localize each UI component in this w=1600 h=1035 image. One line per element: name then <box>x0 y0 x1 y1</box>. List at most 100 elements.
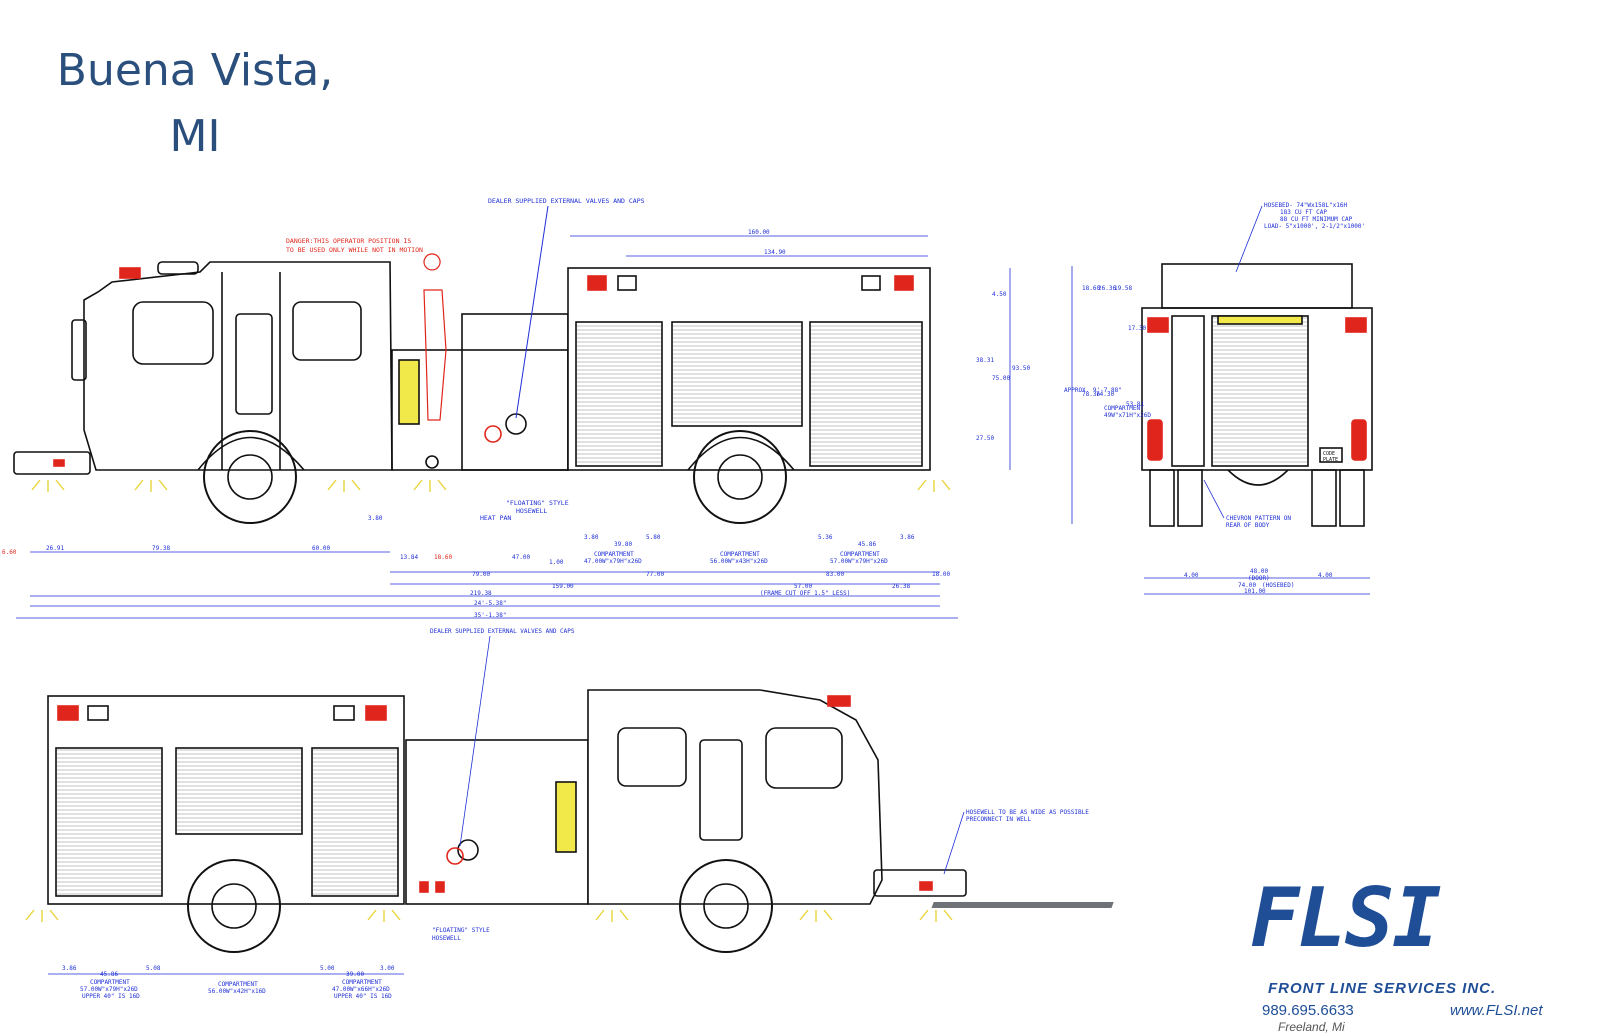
note-floating-top-1: "FLOATING" STYLE <box>506 499 569 507</box>
dim-1-00: 1.00 <box>549 559 564 566</box>
rear-view: CODE PLATE <box>1141 263 1373 527</box>
compartment-1 <box>575 321 663 467</box>
bcomp3-a: COMPARTMENT <box>342 979 382 986</box>
bcomp3-c: UPPER 40" IS 16D <box>334 993 392 1000</box>
top-notes: DEALER SUPPLIED EXTERNAL VALVES AND CAPS… <box>286 197 645 522</box>
dim-26-38: 26.38 <box>892 583 910 590</box>
dim-24-5: 24'-5.38" <box>474 600 507 607</box>
beacon-bottom <box>827 695 851 707</box>
bcomp2-b: 56.00W"x42H"x16D <box>208 988 266 995</box>
rdim-17-30: 17.30 <box>1128 325 1146 332</box>
rdim-74-00: 74.00 <box>1238 582 1256 589</box>
cab-outline <box>83 261 393 471</box>
vdim-93-50: 93.50 <box>1012 365 1030 372</box>
rdim-18-60: 18.60 <box>1082 285 1100 292</box>
note-valves-bottom: DEALER SUPPLIED EXTERNAL VALVES AND CAPS <box>430 628 575 635</box>
dim-219-38: 219.38 <box>470 590 492 597</box>
comp3-a: COMPARTMENT <box>840 551 880 558</box>
note-floating-top-2: HOSEWELL <box>516 507 547 515</box>
cab-window-rear <box>292 301 362 361</box>
cab-door-panel <box>235 313 273 415</box>
vdim-38-31: 38.31 <box>976 357 994 364</box>
dim-3-80b: 3.80 <box>584 534 599 541</box>
dim-35-1: 35'-1.38" <box>474 612 507 619</box>
beacon-top <box>119 267 141 279</box>
dim-hosebed-length: 134.90 <box>764 249 786 256</box>
note-danger-2: TO BE USED ONLY WHILE NOT IN MOTION <box>286 246 423 254</box>
logo-company: FRONT LINE SERVICES INC. <box>1268 980 1497 997</box>
dim-79-00: 79.00 <box>472 571 490 578</box>
dim-159-00: 159.00 <box>552 583 574 590</box>
rdim-53-81: 53.81 <box>1126 401 1144 408</box>
logo-website[interactable]: www.FLSI.net <box>1450 1002 1543 1019</box>
comp1-a: COMPARTMENT <box>594 551 634 558</box>
vdim-4-50: 4.50 <box>992 291 1007 298</box>
title-line-1: Buena Vista, <box>56 45 334 96</box>
bdim-5-08: 5.08 <box>146 965 161 972</box>
bottom-notes: DEALER SUPPLIED EXTERNAL VALVES AND CAPS… <box>48 628 1089 1000</box>
b-compartment-1 <box>55 747 163 897</box>
title-line-2: MI <box>169 111 221 162</box>
dim-5-36: 5.36 <box>818 534 833 541</box>
cab-outline-bottom <box>587 689 883 905</box>
bcomp1-c: UPPER 40" IS 16D <box>82 993 140 1000</box>
note-hosebed-3: 88 CU FT MINIMUM CAP <box>1280 216 1353 223</box>
comp2-b: 56.00W"x43H"x26D <box>710 558 768 565</box>
bcomp1-b: 57.00W"x79H"x26D <box>80 986 138 993</box>
logo-mark: FLSI <box>1250 871 1441 966</box>
front-bumper <box>13 451 91 475</box>
note-hosewell-wide-2: PRECONNECT IN WELL <box>966 816 1031 823</box>
rear-notes: HOSEBED- 74"Wx158L"x16H 183 CU FT CAP 88… <box>1064 202 1370 595</box>
note-frame-cut: (FRAME CUT OFF 1.5" LESS) <box>760 590 850 597</box>
amber-light <box>398 359 420 425</box>
rear-wheel <box>693 430 787 524</box>
dim-3-86: 3.86 <box>900 534 915 541</box>
note-heat-pan: HEAT PAN <box>480 514 511 522</box>
dim-3-80: 3.80 <box>368 515 383 522</box>
rdim-4-00a: 4.00 <box>1184 572 1199 579</box>
dim-57-00: 57.00 <box>794 583 812 590</box>
vdim-75-00: 75.00 <box>992 375 1010 382</box>
rdim-comp-1: COMPARTMENT <box>1104 405 1144 412</box>
comp3-b: 57.00W"x79H"x26D <box>830 558 888 565</box>
bdim-3-00: 3.00 <box>380 965 395 972</box>
bdim-5-00: 5.00 <box>320 965 335 972</box>
note-valves-top: DEALER SUPPLIED EXTERNAL VALVES AND CAPS <box>488 197 645 205</box>
note-floating-bottom-1: "FLOATING" STYLE <box>432 927 490 934</box>
pump-module <box>461 313 569 471</box>
bdim-39-00: 39.00 <box>346 971 364 978</box>
compartment-2 <box>671 321 803 427</box>
dim-83-00: 83.00 <box>826 571 844 578</box>
side-view-officer <box>25 689 967 953</box>
dim-overall-body: 160.00 <box>748 229 770 236</box>
dim-77-00: 77.00 <box>646 571 664 578</box>
dim-79-38: 79.38 <box>152 545 170 552</box>
rear-door <box>1211 315 1309 467</box>
rdim-101-00: 101.00 <box>1244 588 1266 595</box>
pump-gauge <box>505 413 527 435</box>
b-compartment-2 <box>175 747 303 835</box>
top-dimensions: 160.00 134.90 6.60 26.91 79.38 60.00 3.8… <box>2 229 1030 619</box>
dim-60-00: 60.00 <box>312 545 330 552</box>
rdim-48-00: 48.00 <box>1250 568 1268 575</box>
bcomp1-a: COMPARTMENT <box>90 979 130 986</box>
bdim-3-86: 3.86 <box>62 965 77 972</box>
logo-phone: 989.695.6633 <box>1262 1002 1354 1019</box>
logo-city: Freeland, Mi <box>1278 1020 1345 1034</box>
note-floating-bottom-2: HOSEWELL <box>432 935 461 942</box>
rdim-hosebed: (HOSEBED) <box>1262 582 1295 589</box>
cab-window-front <box>132 301 214 365</box>
rdim-78-36: 78.36 <box>1082 391 1100 398</box>
plate-code: CODE <box>1323 451 1335 457</box>
note-danger-1: DANGER:THIS OPERATOR POSITION IS <box>286 237 411 245</box>
bcomp3-b: 47.00W"x66H"x26D <box>332 986 390 993</box>
rdim-door: (DOOR) <box>1248 575 1270 582</box>
dim-18-00: 18.00 <box>932 571 950 578</box>
rdim-19-58: 19.58 <box>1114 285 1132 292</box>
note-hosebed-1: HOSEBED- 74"Wx158L"x16H <box>1264 202 1347 209</box>
dim-13-84: 13.84 <box>400 554 418 561</box>
b-compartment-3 <box>311 747 399 897</box>
note-hosebed-2: 183 CU FT CAP <box>1280 209 1327 216</box>
rdim-4-00b: 4.00 <box>1318 572 1333 579</box>
